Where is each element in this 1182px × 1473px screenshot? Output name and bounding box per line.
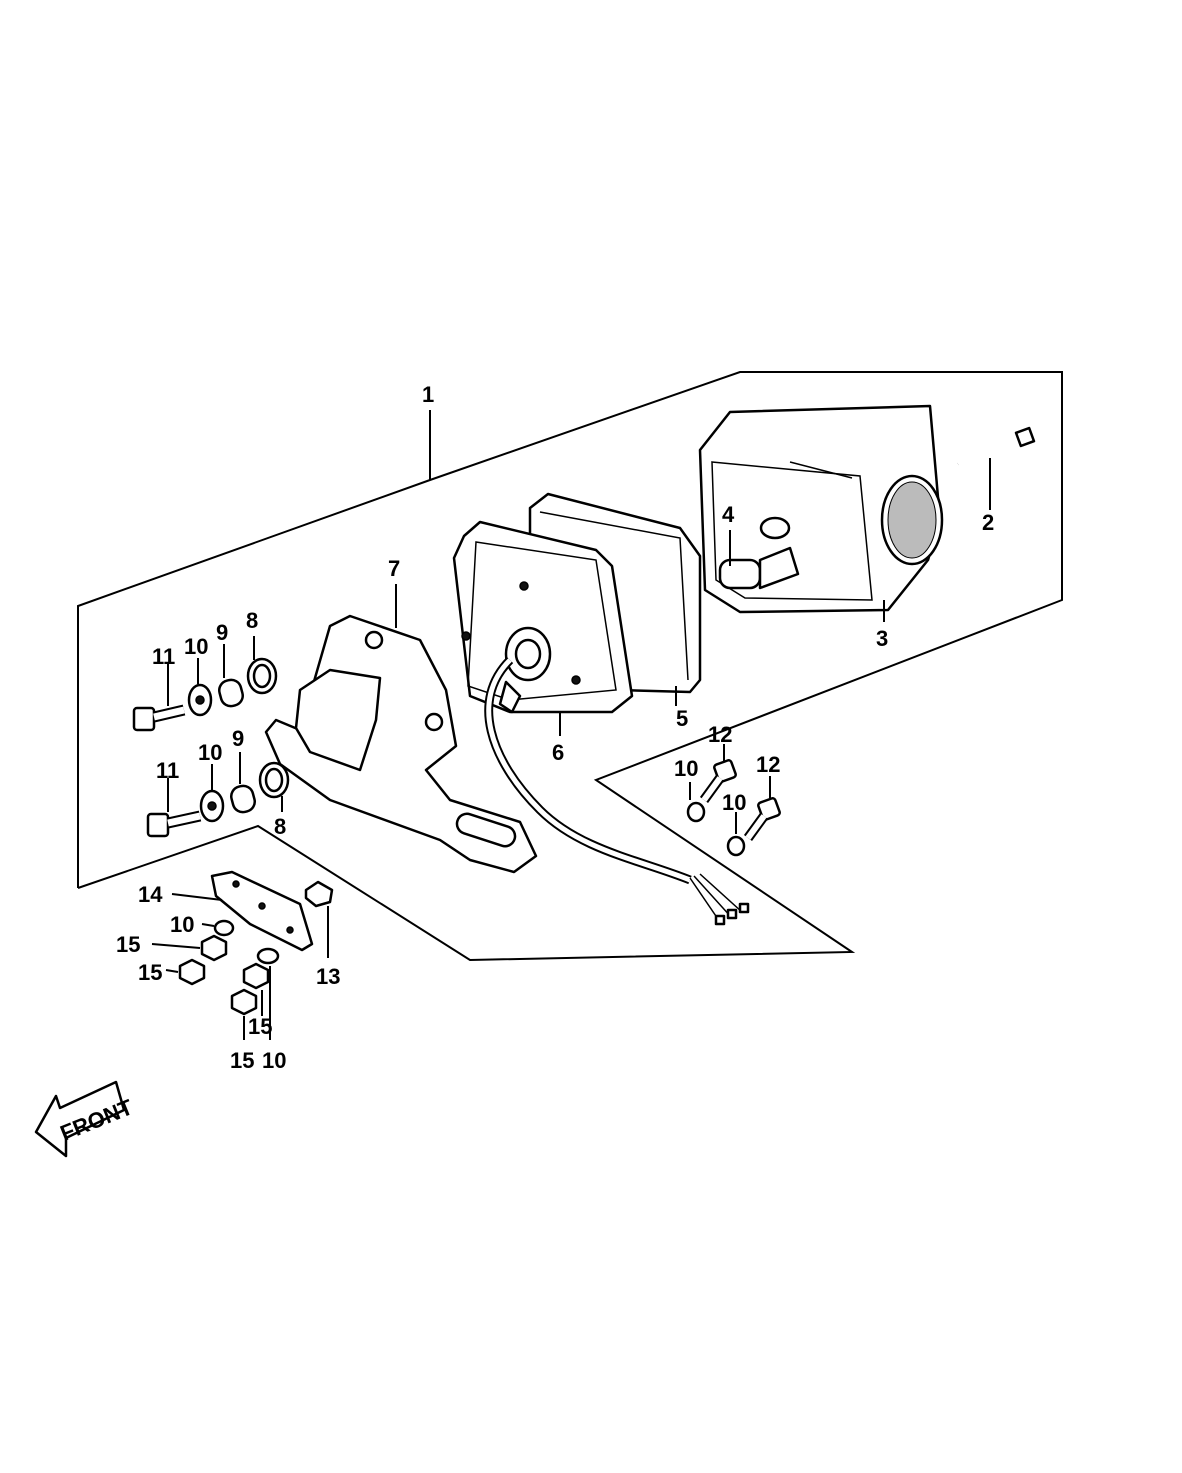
callout-9b: 9 xyxy=(232,726,244,751)
bolt-parts xyxy=(132,664,202,838)
callout-15a: 15 xyxy=(116,932,140,957)
short-screw-parts xyxy=(699,744,781,841)
callout-6: 6 xyxy=(552,740,564,765)
callout-14: 14 xyxy=(138,882,163,907)
callout-1: 1 xyxy=(422,382,434,407)
callout-8b: 8 xyxy=(274,814,286,839)
callout-10a: 10 xyxy=(184,634,208,659)
callout-15b: 15 xyxy=(138,960,162,985)
callout-5: 5 xyxy=(676,706,688,731)
bracket-part xyxy=(264,584,538,874)
collar-parts xyxy=(218,644,256,814)
lamp-base-part xyxy=(452,520,750,926)
callout-labels: 1 2 3 4 5 6 7 8 8 9 9 10 10 10 10 10 10 … xyxy=(116,382,994,1073)
callout-12b: 12 xyxy=(756,752,780,777)
front-direction-arrow: FRONT xyxy=(34,1080,137,1158)
plate-part xyxy=(171,870,314,952)
callout-13: 13 xyxy=(316,964,340,989)
callout-11b: 11 xyxy=(156,758,179,783)
grommet-parts xyxy=(246,636,290,812)
lens-housing-part xyxy=(698,404,944,622)
callout-11a: 11 xyxy=(152,644,175,669)
callout-8a: 8 xyxy=(246,608,258,633)
nut-parts xyxy=(151,934,270,1040)
callout-10b: 10 xyxy=(198,740,222,765)
bulb-part xyxy=(718,516,800,590)
callout-3: 3 xyxy=(876,626,888,651)
washer-parts xyxy=(187,658,746,1040)
callout-4: 4 xyxy=(722,502,735,527)
assembly-outline xyxy=(77,371,1063,962)
callout-7: 7 xyxy=(388,556,400,581)
callout-10f: 10 xyxy=(262,1048,286,1073)
callout-2: 2 xyxy=(982,510,994,535)
callout-10c: 10 xyxy=(674,756,698,781)
callout-12a: 12 xyxy=(708,722,732,747)
callout-15d: 15 xyxy=(230,1048,254,1073)
callout-10d: 10 xyxy=(722,790,746,815)
clip-part xyxy=(304,880,334,958)
callout-15c: 15 xyxy=(248,1014,272,1039)
callout-10e: 10 xyxy=(170,912,194,937)
callout-9a: 9 xyxy=(216,620,228,645)
long-screw-part xyxy=(957,426,1036,510)
